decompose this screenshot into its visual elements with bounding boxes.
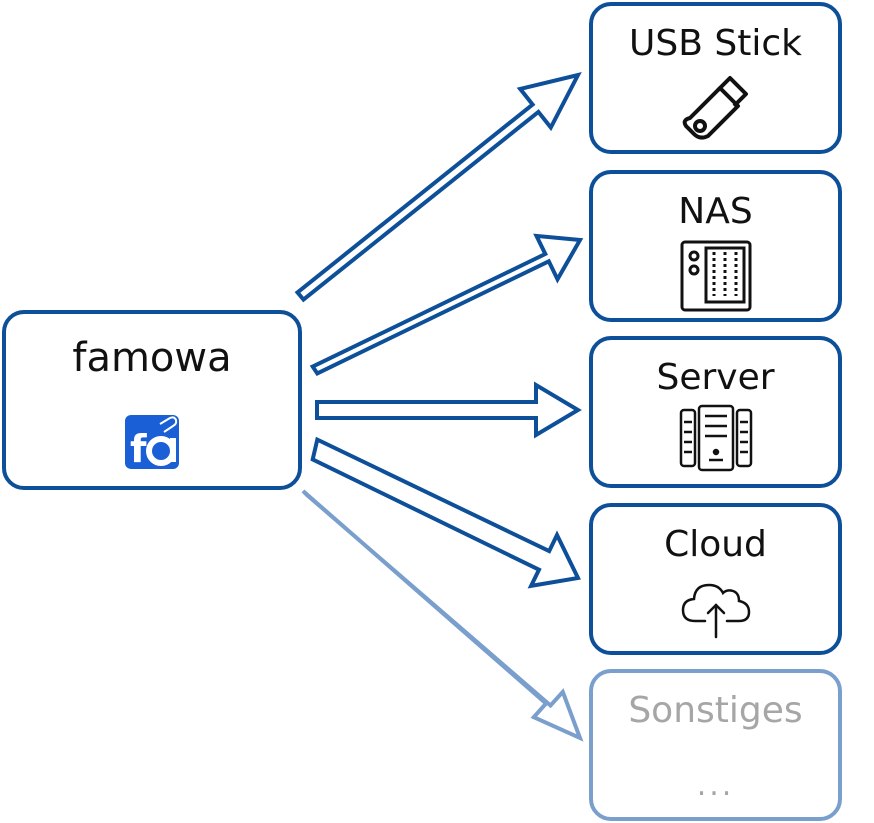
usb-stick-icon [680, 72, 752, 148]
target-box-nas: NAS [589, 170, 842, 322]
sonstiges-placeholder: ... [696, 768, 735, 803]
target-label-cloud: Cloud [664, 524, 767, 565]
svg-text:f: f [130, 427, 147, 470]
cloud-upload-icon [681, 579, 751, 643]
source-box-famowa: famowa f [2, 310, 302, 490]
target-label-nas: NAS [678, 191, 753, 232]
target-label-usb-stick: USB Stick [629, 23, 802, 64]
target-box-sonstiges: Sonstiges ... [589, 669, 842, 821]
target-label-server: Server [656, 357, 775, 398]
arrow-to-sonstiges [301, 489, 584, 742]
arrow-to-server [315, 381, 582, 439]
nas-icon [680, 240, 752, 316]
target-box-server: Server [589, 336, 842, 488]
famowa-logo-icon: f [124, 414, 180, 474]
target-label-sonstiges: Sonstiges [628, 690, 803, 731]
arrow-to-cloud [310, 436, 581, 589]
source-label: famowa [72, 335, 232, 381]
target-box-cloud: Cloud [589, 503, 842, 655]
arrow-to-nas [309, 233, 584, 376]
arrow-to-usb-stick [294, 72, 582, 303]
target-box-usb-stick: USB Stick [589, 2, 842, 154]
server-icon [679, 404, 753, 476]
